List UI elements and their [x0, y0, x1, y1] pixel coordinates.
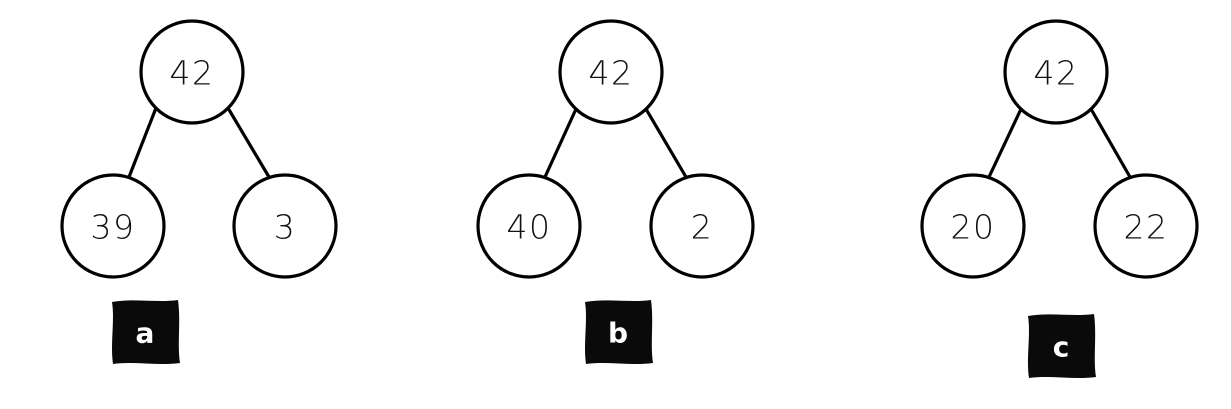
badge-shape [1028, 314, 1096, 378]
node-circle [476, 173, 582, 279]
node-circle [139, 19, 245, 125]
badge-label: a [136, 317, 155, 350]
node-circle [1003, 19, 1109, 125]
tree-panel-b: 42 40 2 b [476, 19, 755, 364]
node-circle [1093, 173, 1199, 279]
tree-node-root[interactable]: 42 [139, 19, 245, 125]
node-value: 20 [951, 208, 996, 247]
edge-root-to-right-child [644, 107, 688, 179]
tree-node-right-child[interactable]: 2 [649, 173, 755, 279]
tree-node-root[interactable]: 42 [1003, 19, 1109, 125]
badge-label: c [1053, 331, 1070, 364]
edge-root-to-left-child [543, 107, 578, 179]
node-value: 22 [1124, 208, 1169, 247]
tree-panel-c: 42 20 22 c [920, 19, 1199, 378]
tree-panel-a: 42 39 3 a [60, 19, 338, 364]
node-circle [649, 173, 755, 279]
node-value: 42 [170, 54, 215, 93]
node-circle [920, 173, 1026, 279]
tree-node-left-child[interactable]: 40 [476, 173, 582, 279]
badge-label: b [608, 317, 628, 350]
node-value: 42 [1034, 54, 1079, 93]
node-circle [558, 19, 664, 125]
node-value: 3 [274, 208, 297, 247]
edge-root-to-right-child [1089, 107, 1132, 179]
edge-root-to-right-child [226, 106, 271, 179]
tree-node-right-child[interactable]: 22 [1093, 173, 1199, 279]
node-value: 2 [691, 208, 714, 247]
panel-label-badge-b: b [585, 300, 653, 364]
badge-shape [112, 300, 180, 364]
node-circle [60, 173, 166, 279]
badge-shape [585, 300, 653, 364]
tree-node-left-child[interactable]: 20 [920, 173, 1026, 279]
tree-node-left-child[interactable]: 39 [60, 173, 166, 279]
edge-root-to-left-child [127, 106, 158, 179]
panel-label-badge-c: c [1028, 314, 1096, 378]
tree-node-root[interactable]: 42 [558, 19, 664, 125]
panel-label-badge-a: a [112, 300, 180, 364]
node-circle [232, 173, 338, 279]
tree-node-right-child[interactable]: 3 [232, 173, 338, 279]
node-value: 42 [589, 54, 634, 93]
node-value: 39 [91, 208, 136, 247]
node-value: 40 [507, 208, 552, 247]
edge-root-to-left-child [987, 107, 1023, 179]
